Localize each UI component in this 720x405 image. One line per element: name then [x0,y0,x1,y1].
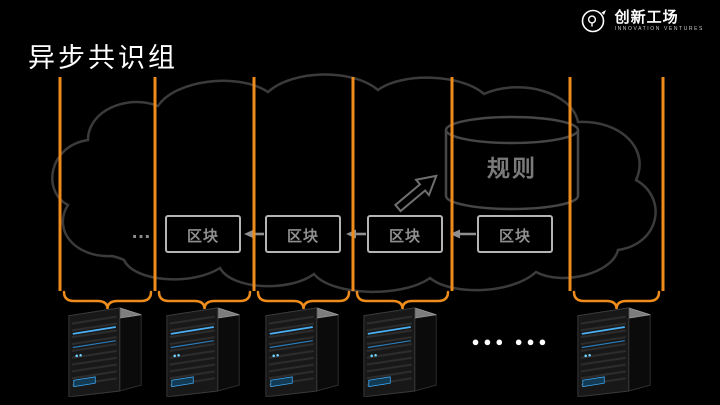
server-tower-2 [161,299,249,397]
server-tower-3 [260,299,348,397]
more-servers-ellipsis: ●●● ●●● [471,334,551,349]
rules-cylinder: 规则 [444,115,580,211]
server-tower-1 [63,299,151,397]
block-2: 区块 [265,215,341,253]
block-1: 区块 [165,215,241,253]
chain-arrow-left-3 [450,229,476,239]
block-4-label: 区块 [499,228,531,245]
block-2-label: 区块 [287,228,319,245]
brace-5 [572,290,661,310]
block-4: 区块 [477,215,553,253]
logo-tagline: INNOVATION VENTURES [614,26,704,33]
partition-lines [58,77,665,291]
brace-4 [355,290,450,310]
logo-name: 创新工场 [614,9,679,26]
chain-ellipsis: … [131,221,151,243]
block-1-label: 区块 [187,228,219,245]
server-tower-4 [358,299,446,397]
block-3-label: 区块 [389,228,421,245]
to-rules-arrow-icon [394,174,438,213]
group-braces [62,290,661,310]
slide-title: 异步共识组 [28,43,178,73]
chain-arrow-left-2 [346,229,366,239]
rules-label: 规则 [487,155,537,181]
brace-3 [256,290,351,310]
logo-text: 创新工场 INNOVATION VENTURES [615,9,704,33]
block-chain: … 区块 区块 区块 区块 [131,215,553,253]
logo-icon [581,9,606,33]
server-tower-5 [572,299,660,397]
cloud-outline [51,73,657,293]
block-3: 区块 [367,215,443,253]
brace-1 [62,290,153,310]
brace-2 [157,290,252,310]
logo: 创新工场 INNOVATION VENTURES [580,7,704,35]
